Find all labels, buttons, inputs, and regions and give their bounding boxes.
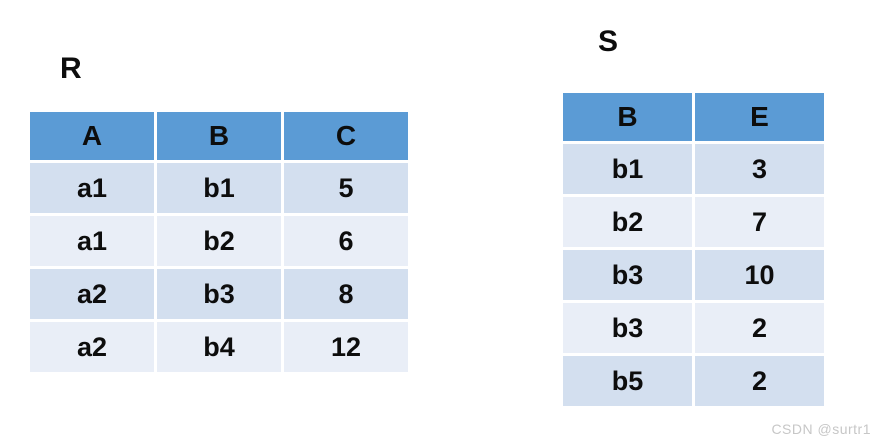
table-s-header-cell: B [563,93,692,141]
table-s-cell: b3 [563,250,692,300]
table-r-cell: 12 [284,322,408,372]
table-r-cell: a1 [30,216,154,266]
table-s-cell: b2 [563,197,692,247]
table-s-block: S B E b1 3 b2 7 b3 10 b3 2 b5 2 [563,25,824,406]
table-s-cell: 7 [695,197,824,247]
table-r-cell: b3 [157,269,281,319]
table-r-cell: a1 [30,163,154,213]
table-r-cell: a2 [30,322,154,372]
table-s-cell: b5 [563,356,692,406]
csdn-watermark: CSDN @surtr1 [771,421,871,437]
table-r-header-cell: C [284,112,408,160]
table-s-cell: b3 [563,303,692,353]
table-s-title: S [598,25,619,58]
table-s: B E b1 3 b2 7 b3 10 b3 2 b5 2 [563,93,824,406]
table-s-cell: 2 [695,356,824,406]
table-s-header-cell: E [695,93,824,141]
table-r: A B C a1 b1 5 a1 b2 6 a2 b3 8 a2 b4 12 [30,112,408,372]
table-r-cell: 8 [284,269,408,319]
table-s-cell: 10 [695,250,824,300]
table-r-title: R [60,52,82,85]
table-r-block: R A B C a1 b1 5 a1 b2 6 a2 b3 8 a2 b4 12 [30,52,408,372]
table-r-cell: b4 [157,322,281,372]
table-r-cell: 6 [284,216,408,266]
table-s-cell: b1 [563,144,692,194]
table-r-cell: 5 [284,163,408,213]
table-r-header-cell: B [157,112,281,160]
table-s-cell: 2 [695,303,824,353]
table-r-cell: a2 [30,269,154,319]
table-r-header-cell: A [30,112,154,160]
table-r-cell: b1 [157,163,281,213]
table-s-cell: 3 [695,144,824,194]
table-r-cell: b2 [157,216,281,266]
